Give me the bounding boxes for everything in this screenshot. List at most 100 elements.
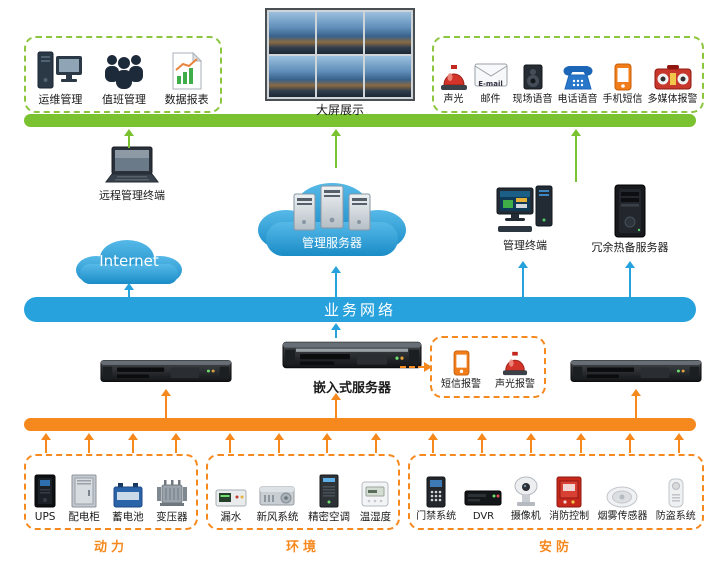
node-label: 门禁系统 [416,511,457,522]
mobile-phone-icon [614,63,631,91]
email-icon-text: E-mail [478,80,503,88]
node-label: 蓄电池 [112,510,144,523]
flow-arrow-orange [371,433,381,453]
flow-arrow-orange [625,433,635,453]
node-label: 摄像机 [510,511,541,522]
node-access-control: 门禁系统 [416,476,456,522]
multimedia-icon [654,65,691,90]
flow-arrow-green [571,129,581,182]
node-multimedia-alarm: 多媒体报警 [648,63,698,105]
node-data-report: 数据报表 [165,52,209,105]
flow-arrow-orange [526,433,536,453]
flow-arrow-blue [625,261,635,298]
video-wall-screen [317,55,363,97]
flow-arrow-orange [576,433,586,453]
node-label: 防盗系统 [655,511,696,522]
node-label: DVR [472,511,495,522]
node-label: 值班管理 [101,93,146,106]
fire-control-panel-icon [556,476,582,508]
flow-arrow-blue [124,283,134,298]
rack-server-icon [570,359,702,383]
node-management-terminal: 管理终端 [490,184,560,251]
security-group-box: 门禁系统 DVR 摄像机 [408,454,704,530]
power-group-title: 动力 [93,540,128,555]
flow-arrow-orange [161,389,171,418]
report-icon [172,52,202,90]
environment-group-title: 环境 [285,540,320,555]
hvac-unit-icon [259,486,295,505]
smoke-detector-icon [606,486,638,508]
tower-server-icon [614,184,646,238]
video-wall-screen [317,12,363,54]
management-server-cloud: 管理服务器 [252,168,412,264]
internet-label: Internet [99,252,159,270]
dashed-link-arrow [400,361,432,372]
telephone-icon [563,66,592,90]
internet-cloud: Internet [68,232,190,290]
flow-arrow-orange [41,433,51,453]
alarm-outputs-box: 短信报警 声光报警 [430,336,546,398]
mobile-phone-icon [453,350,469,376]
presentation-layer-bar [24,114,696,127]
node-sms: 手机短信 [603,63,643,105]
node-label: 配电柜 [68,510,100,523]
flow-arrow-blue [518,261,528,298]
management-server-label: 管理服务器 [301,236,362,250]
node-label: 远程管理终端 [99,189,165,202]
node-label: 声光 [443,94,464,105]
node-label: 精密空调 [308,510,351,523]
server-tower-icons [293,185,371,231]
embedded-server [282,337,422,373]
node-fresh-air: 新风系统 [256,484,298,523]
node-label: 冗余热备服务器 [591,241,669,254]
node-fire-control: 消防控制 [549,476,589,522]
laptop-icon [105,146,159,183]
node-label: 电话语音 [557,94,598,105]
flow-arrow-orange [331,393,341,418]
environment-group-box: 漏水 新风系统 精密空调 [206,454,400,530]
email-icon [474,63,507,87]
power-group-box: UPS 配电柜 蓄电池 [24,454,198,530]
node-temp-humidity: 温湿度 [360,480,391,523]
node-label: 声光报警 [495,379,535,390]
cloud-icon [258,183,406,256]
node-remote-terminal: 远程管理终端 [96,146,168,201]
flow-arrow-orange [322,433,332,453]
video-wall-screen [365,12,411,54]
node-label: 短信报警 [441,379,481,390]
node-water-leak: 漏水 [215,488,247,523]
anti-theft-device-icon [668,478,684,508]
node-battery: 蓄电池 [112,482,144,523]
embedded-server-label: 嵌入式服务器 [312,381,391,396]
flow-arrow-green [331,129,341,168]
flow-arrow-orange [428,433,438,453]
security-group-title: 安防 [538,540,573,555]
video-wall-screen [365,55,411,97]
flow-arrow-orange [674,433,684,453]
node-label: 管理终端 [503,239,547,252]
flow-arrow-orange [84,433,94,453]
node-sms-alarm: 短信报警 [441,350,481,390]
node-label: 变压器 [156,510,188,523]
alert-channels-box: 声光 E-mail 邮件 现场语音 [432,36,704,113]
ptz-camera-icon [514,476,538,506]
node-power-cabinet: 配电柜 [68,474,100,523]
business-network-label: 业务网络 [323,301,396,319]
flow-arrow-orange [274,433,284,453]
battery-icon [113,482,143,507]
node-label: 数据报表 [164,93,209,106]
node-transformer: 变压器 [156,478,188,523]
access-control-icon [426,476,446,508]
flow-arrow-orange [128,433,138,453]
air-conditioner-icon [319,474,339,507]
node-email: E-mail 邮件 [474,63,508,105]
video-wall-label: 大屏展示 [315,103,364,117]
node-label: 漏水 [220,510,242,523]
node-label: 现场语音 [512,94,553,105]
device-layer-bar [24,418,696,431]
flow-arrow-orange [225,433,235,453]
node-phone-voice: 电话语音 [558,63,598,105]
ups-icon [34,474,56,507]
leak-detector-icon [215,489,247,506]
video-wall [265,8,415,101]
